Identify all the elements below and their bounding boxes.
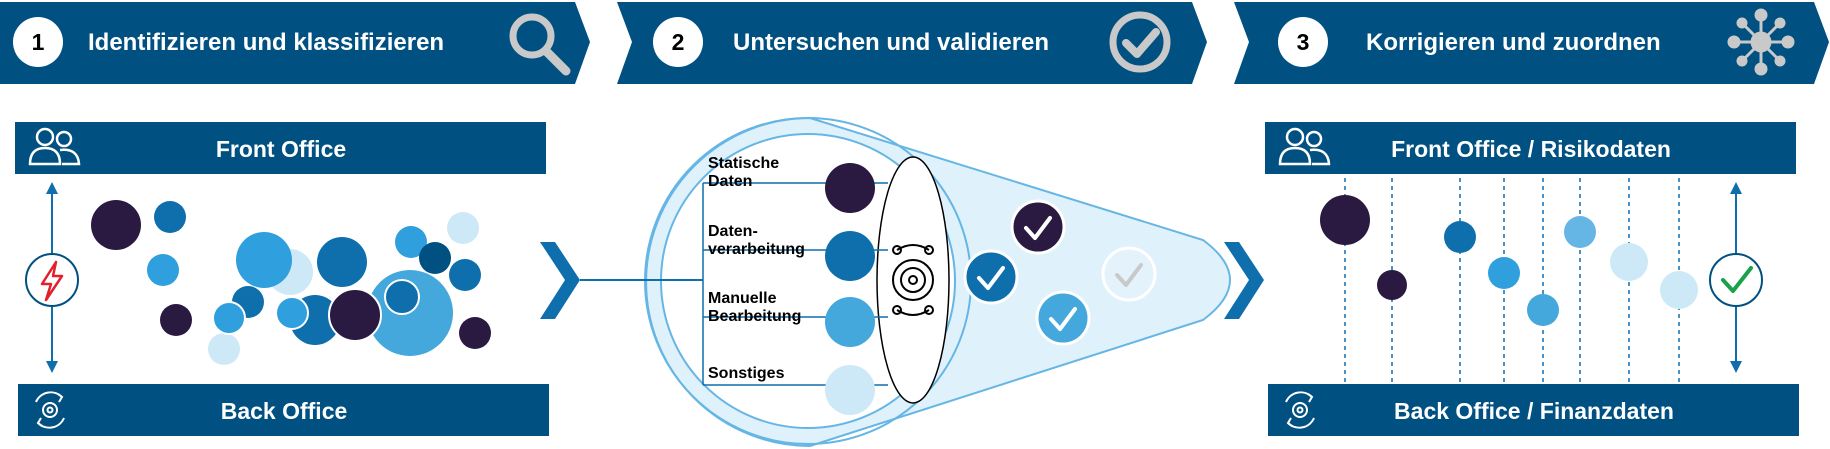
step-number: 3 [1297, 29, 1310, 55]
step-number: 2 [672, 29, 685, 55]
category-label-other: Sonstiges [708, 365, 785, 382]
check-mark-icon [963, 199, 1157, 346]
magnifier-icon [509, 13, 571, 76]
category-dot [825, 365, 875, 415]
users-icon [1278, 127, 1331, 166]
front-office-bar [15, 122, 546, 174]
step-label: Identifizieren und klassifizieren [88, 29, 444, 56]
mapped-bubbles [1320, 195, 1698, 326]
step-banner-3: 3 Korrigieren und zuordnen [1234, 2, 1829, 84]
step-number: 1 [32, 29, 45, 55]
step-number-circle [653, 17, 703, 67]
step-label: Untersuchen und validieren [733, 29, 1049, 56]
step-number-circle [13, 17, 63, 67]
front-office-risk-bar [1265, 122, 1796, 174]
check-circle-icon [1109, 11, 1171, 73]
data-bubbles [91, 200, 491, 365]
front-office-risk-label: Front Office / Risikodaten [1391, 136, 1671, 162]
category-label-processing: Daten-verarbeitung [708, 223, 805, 258]
category-dot [825, 231, 875, 281]
processing-disc [876, 156, 950, 404]
settings-cycle-icon [1285, 391, 1315, 429]
back-office-label: Back Office [221, 398, 348, 424]
left-panel: Front Office Back Office [15, 122, 549, 436]
mapping-guides [1344, 178, 1680, 383]
front-office-label: Front Office [216, 136, 346, 162]
category-dot [825, 163, 875, 213]
step-banner-1: 1 Identifizieren und klassifizieren [0, 2, 590, 84]
step-banner-2: 2 Untersuchen und validieren [617, 2, 1207, 84]
step-label: Korrigieren und zuordnen [1366, 29, 1661, 56]
green-check-icon [1709, 253, 1763, 307]
right-panel: Front Office / Risikodaten Back Office /… [1265, 122, 1799, 436]
back-office-finance-label: Back Office / Finanzdaten [1394, 398, 1674, 424]
gear-processor-icon [892, 244, 934, 316]
chevron-right-icon [1224, 242, 1264, 319]
lightning-icon [25, 253, 79, 307]
step-number-circle [1278, 17, 1328, 67]
settings-cycle-icon [35, 391, 65, 429]
category-dot [825, 297, 875, 347]
back-office-bar [18, 384, 549, 436]
users-icon [28, 127, 81, 166]
network-hub-icon [1727, 8, 1795, 76]
back-office-finance-bar [1268, 384, 1799, 436]
chevron-right-icon [540, 242, 580, 319]
